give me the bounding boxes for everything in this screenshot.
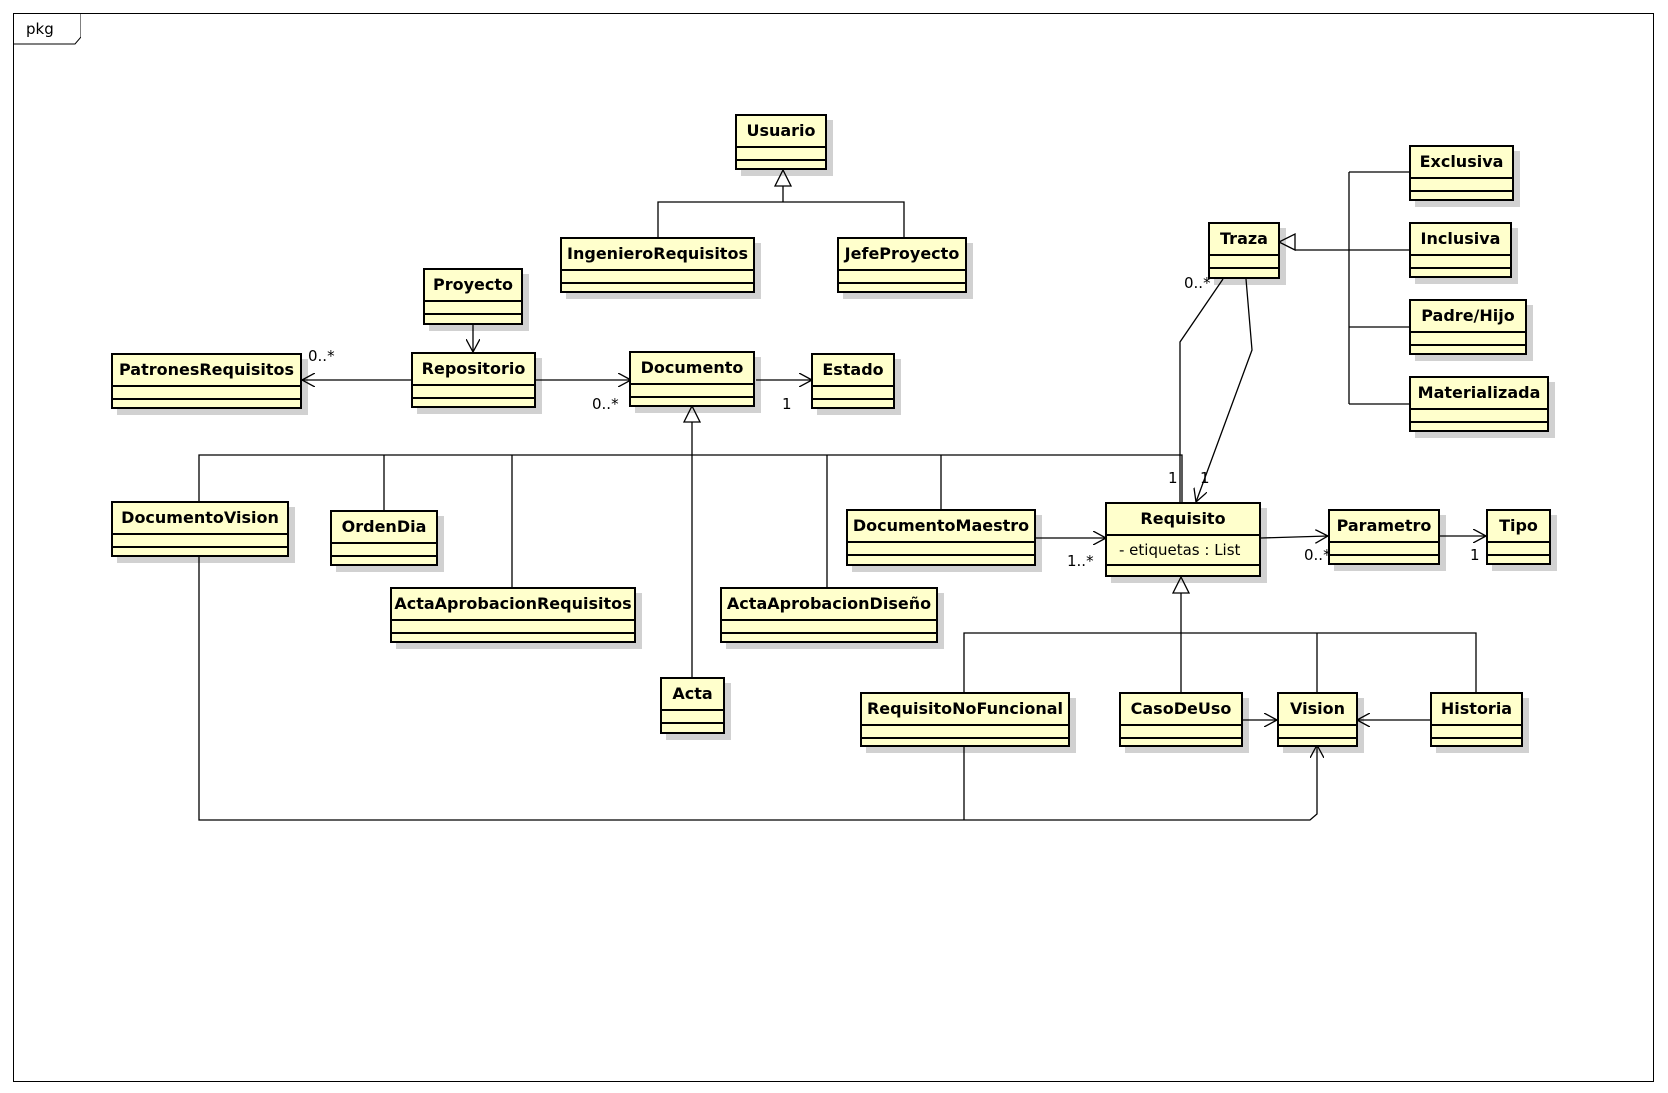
class-proyecto[interactable]: Proyecto	[423, 268, 523, 325]
class-padre-hijo-name: Padre/Hijo	[1411, 301, 1525, 333]
gen-line-usuario	[657, 201, 905, 237]
assoc-requisito-parametro	[1260, 536, 1328, 538]
assoc-documentovision-vision	[198, 557, 1317, 821]
class-estado[interactable]: Estado	[811, 353, 895, 409]
mult-estado: 1	[782, 395, 792, 413]
class-caso-de-uso-name: CasoDeUso	[1121, 694, 1241, 726]
mult-traza: 0..*	[1184, 274, 1211, 292]
class-patrones-requisitos[interactable]: PatronesRequisitos	[111, 353, 302, 409]
class-documento[interactable]: Documento	[629, 351, 755, 407]
class-documento-maestro[interactable]: DocumentoMaestro	[846, 509, 1036, 566]
class-acta-aprobacion-diseno-name: ActaAprobacionDiseño	[722, 589, 936, 621]
class-acta-name: Acta	[662, 679, 723, 711]
assoc-traza-requisito-a	[1179, 278, 1224, 502]
class-proyecto-name: Proyecto	[425, 270, 521, 302]
gen-triangle-usuario	[773, 168, 793, 187]
package-frame	[13, 13, 1654, 1082]
mult-tipo: 1	[1470, 546, 1480, 564]
class-orden-dia-name: OrdenDia	[332, 512, 436, 544]
class-requisito[interactable]: Requisito - etiquetas : List	[1105, 502, 1261, 577]
package-tab	[13, 13, 81, 45]
class-acta[interactable]: Acta	[660, 677, 725, 734]
assoc-traza-requisito-b	[1196, 278, 1253, 502]
mult-req-traza-b: 1	[1200, 469, 1210, 487]
mult-req-traza-a: 1	[1168, 469, 1178, 487]
gen-triangle-traza	[1277, 232, 1296, 252]
class-acta-aprobacion-requisitos-name: ActaAprobacionRequisitos	[392, 589, 634, 621]
class-documento-name: Documento	[631, 353, 753, 385]
class-orden-dia[interactable]: OrdenDia	[330, 510, 438, 566]
mult-requisito-maestro: 1..*	[1067, 552, 1094, 570]
class-caso-de-uso[interactable]: CasoDeUso	[1119, 692, 1243, 747]
gen-triangle-documento	[682, 404, 702, 423]
class-materializada[interactable]: Materializada	[1409, 376, 1549, 432]
gen-bus-documento	[198, 454, 1183, 502]
class-usuario[interactable]: Usuario	[735, 114, 827, 170]
class-repositorio[interactable]: Repositorio	[411, 352, 536, 408]
class-requisito-attribute: - etiquetas : List	[1107, 536, 1259, 566]
class-parametro[interactable]: Parametro	[1328, 509, 1440, 565]
package-label: pkg	[26, 20, 54, 38]
mult-patrones: 0..*	[308, 347, 335, 365]
class-estado-name: Estado	[813, 355, 893, 387]
class-documento-vision-name: DocumentoVision	[113, 503, 287, 535]
class-patrones-requisitos-name: PatronesRequisitos	[113, 355, 300, 387]
mult-documento-repo: 0..*	[592, 395, 619, 413]
class-exclusiva-name: Exclusiva	[1411, 147, 1512, 179]
class-inclusiva[interactable]: Inclusiva	[1409, 222, 1512, 278]
class-historia-name: Historia	[1432, 694, 1521, 726]
class-requisito-no-funcional[interactable]: RequisitoNoFuncional	[860, 692, 1070, 747]
class-jefe-proyecto[interactable]: JefeProyecto	[837, 237, 967, 293]
class-historia[interactable]: Historia	[1430, 692, 1523, 747]
class-acta-aprobacion-diseno[interactable]: ActaAprobacionDiseño	[720, 587, 938, 643]
class-documento-vision[interactable]: DocumentoVision	[111, 501, 289, 557]
class-requisito-name: Requisito	[1107, 504, 1259, 536]
mult-parametro: 0..*	[1304, 546, 1331, 564]
class-tipo-name: Tipo	[1488, 511, 1549, 543]
class-vision-name: Vision	[1279, 694, 1356, 726]
class-traza[interactable]: Traza	[1208, 222, 1280, 279]
class-ingeniero-requisitos-name: IngenieroRequisitos	[562, 239, 753, 271]
class-traza-name: Traza	[1210, 224, 1278, 256]
class-jefe-proyecto-name: JefeProyecto	[839, 239, 965, 271]
class-padre-hijo[interactable]: Padre/Hijo	[1409, 299, 1527, 355]
class-ingeniero-requisitos[interactable]: IngenieroRequisitos	[560, 237, 755, 293]
class-repositorio-name: Repositorio	[413, 354, 534, 386]
class-usuario-name: Usuario	[737, 116, 825, 148]
class-documento-maestro-name: DocumentoMaestro	[848, 511, 1034, 543]
class-tipo[interactable]: Tipo	[1486, 509, 1551, 565]
class-requisito-no-funcional-name: RequisitoNoFuncional	[862, 694, 1068, 726]
class-acta-aprobacion-requisitos[interactable]: ActaAprobacionRequisitos	[390, 587, 636, 643]
class-parametro-name: Parametro	[1330, 511, 1438, 543]
class-exclusiva[interactable]: Exclusiva	[1409, 145, 1514, 201]
class-materializada-name: Materializada	[1411, 378, 1547, 410]
class-inclusiva-name: Inclusiva	[1411, 224, 1510, 256]
class-vision[interactable]: Vision	[1277, 692, 1358, 747]
gen-triangle-requisito	[1171, 575, 1191, 594]
